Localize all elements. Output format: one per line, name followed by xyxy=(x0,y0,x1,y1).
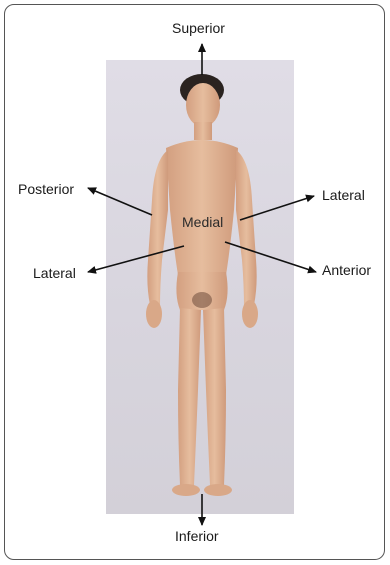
label-superior: Superior xyxy=(172,20,225,36)
label-lateral-left: Lateral xyxy=(33,265,76,281)
arrow-posterior xyxy=(88,188,152,215)
arrow-lateral-left xyxy=(88,246,184,272)
label-anterior: Anterior xyxy=(322,262,371,278)
label-medial: Medial xyxy=(182,214,223,230)
label-inferior: Inferior xyxy=(175,528,219,544)
arrow-anterior xyxy=(225,242,316,272)
label-lateral-right: Lateral xyxy=(322,187,365,203)
arrow-lateral-right xyxy=(240,196,314,220)
label-posterior: Posterior xyxy=(18,181,74,197)
